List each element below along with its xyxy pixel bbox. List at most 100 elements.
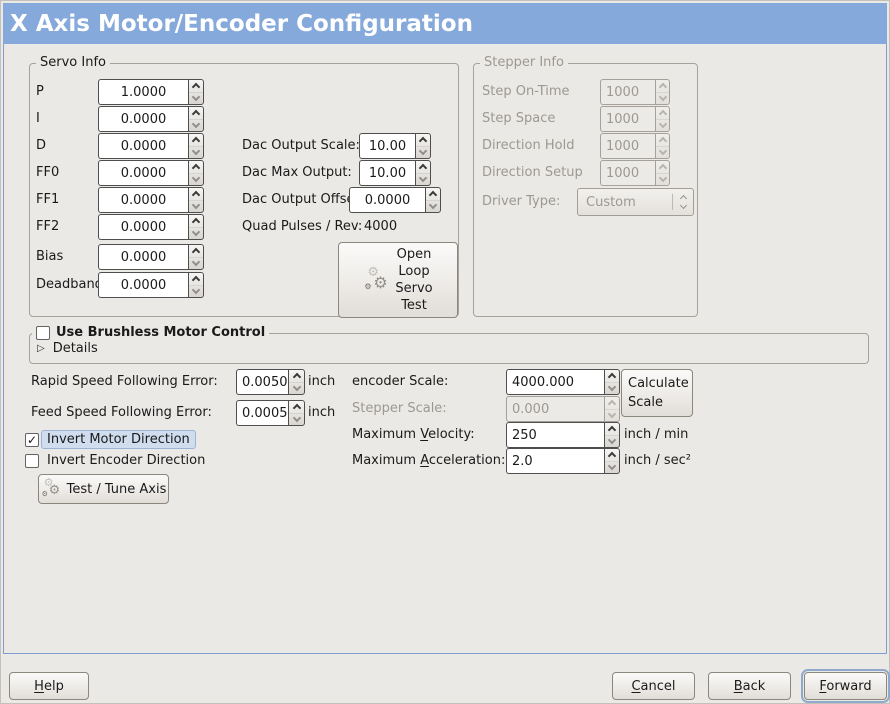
spin-down-button[interactable] [189,146,203,159]
dac-max-output-spinner[interactable] [415,160,431,186]
spin-up-button[interactable] [289,370,304,383]
spin-up-button[interactable] [289,401,304,414]
i-input[interactable]: 0.0000 [98,106,188,132]
dac-output-scale-label: Dac Output Scale: [242,138,360,153]
p-spinner[interactable] [188,79,204,105]
quad-pulses-value: 4000 [364,219,398,234]
back-button[interactable]: Back [708,672,791,700]
spin-up-button[interactable] [416,134,430,147]
dac-max-output-spinbox: 10.00 [359,160,431,186]
spin-down-button[interactable] [189,227,203,240]
dac-output-scale-spinner[interactable] [415,133,431,159]
spin-up-button[interactable] [189,134,203,147]
chevron-up-icon [191,110,201,119]
cancel-button[interactable]: Cancel [612,672,695,700]
acceleration-unit-label: inch / sec² [624,453,692,468]
spin-up-button[interactable] [426,188,440,201]
maximum-acceleration-input[interactable]: 2.0 [506,448,604,474]
test-tune-axis-button[interactable]: ⚙ ⚙ ⚙ Test / Tune Axis [38,474,169,504]
forward-button[interactable]: Forward [801,669,890,703]
dac-output-offset-spinbox: 0.0000 [349,187,441,213]
ff2-input[interactable]: 0.0000 [98,214,188,240]
spin-down-button[interactable] [289,413,304,426]
spin-down-button[interactable] [189,257,203,270]
use-brushless-label[interactable]: Use Brushless Motor Control [56,325,266,340]
spin-up-button [656,80,669,93]
maximum-acceleration-spinner[interactable] [604,448,620,474]
spin-down-button[interactable] [189,285,203,298]
ff0-spinner[interactable] [188,160,204,186]
chevron-up-icon [191,164,201,173]
invert-motor-direction-checkbox[interactable]: ✓ [25,432,39,447]
encoder-scale-spinner[interactable] [604,369,620,395]
spin-down-button[interactable] [605,382,619,395]
direction-setup-spinbox: 1000 [600,160,670,186]
calculate-scale-label: Calculate Scale [628,376,689,410]
spin-up-button[interactable] [416,161,430,174]
spin-down-button[interactable] [189,119,203,132]
dac-output-offset-spinner[interactable] [425,187,441,213]
spin-down-button[interactable] [416,173,430,186]
ff1-spinner[interactable] [188,187,204,213]
spin-up-button[interactable] [189,273,203,286]
bias-label: Bias [36,249,64,264]
spin-down-button[interactable] [416,146,430,159]
spin-down-button[interactable] [605,435,619,448]
invert-encoder-direction-checkbox[interactable] [25,453,39,468]
dac-output-offset-input[interactable]: 0.0000 [349,187,425,213]
chevron-up-icon [658,110,667,119]
details-expander[interactable]: ▷ Details [37,341,98,356]
deadband-spinner[interactable] [188,272,204,298]
i-spinner[interactable] [188,106,204,132]
ff0-input[interactable]: 0.0000 [98,160,188,186]
feed-following-error-input[interactable]: 0.0005 [236,400,288,426]
chevron-up-icon [418,164,428,173]
spin-down-button[interactable] [289,382,304,395]
maximum-velocity-spinner[interactable] [604,422,620,448]
stepper-scale-input: 0.000 [506,396,604,422]
chevron-up-icon [191,137,201,146]
feed-spinner[interactable] [288,400,305,426]
dac-max-output-input[interactable]: 10.00 [359,160,415,186]
ff2-spinner[interactable] [188,214,204,240]
encoder-scale-input[interactable]: 4000.000 [506,369,604,395]
spin-down-button[interactable] [189,200,203,213]
help-button[interactable]: Help [9,672,89,700]
spin-down-button[interactable] [426,200,440,213]
chevron-up-icon [191,276,201,285]
open-loop-servo-test-button[interactable]: ⚙ ⚙ ⚙ Open Loop Servo Test [338,242,458,318]
step-space-spinner [655,106,670,132]
spin-up-button[interactable] [189,215,203,228]
ff1-input[interactable]: 0.0000 [98,187,188,213]
deadband-input[interactable]: 0.0000 [98,272,188,298]
step-on-time-spinner [655,79,670,105]
spin-up-button[interactable] [605,423,619,436]
spin-down-button[interactable] [189,173,203,186]
bias-spinner[interactable] [188,244,204,270]
invert-encoder-direction-label[interactable]: Invert Encoder Direction [47,453,206,468]
chevron-down-icon [418,173,428,182]
calculate-scale-button[interactable]: Calculate Scale [621,369,693,417]
spin-up-button[interactable] [189,107,203,120]
ff0-label: FF0 [36,165,60,180]
d-spinner[interactable] [188,133,204,159]
rapid-spinner[interactable] [288,369,305,395]
spin-up-button[interactable] [189,80,203,93]
spin-down-button[interactable] [189,92,203,105]
rapid-following-error-input[interactable]: 0.0050 [236,369,288,395]
d-input[interactable]: 0.0000 [98,133,188,159]
bias-input[interactable]: 0.0000 [98,244,188,270]
spin-up-button[interactable] [605,370,619,383]
invert-motor-direction-label[interactable]: Invert Motor Direction [41,430,196,449]
use-brushless-checkbox[interactable] [36,326,50,340]
spin-up-button[interactable] [189,188,203,201]
spin-down-button[interactable] [605,461,619,474]
spin-up-button[interactable] [189,161,203,174]
spin-up-button[interactable] [605,449,619,462]
p-input[interactable]: 1.0000 [98,79,188,105]
dac-output-scale-input[interactable]: 10.00 [359,133,415,159]
spin-up-button[interactable] [189,245,203,258]
maximum-velocity-input[interactable]: 250 [506,422,604,448]
driver-type-select: Custom [577,188,694,216]
brushless-legend: Use Brushless Motor Control [32,325,270,341]
